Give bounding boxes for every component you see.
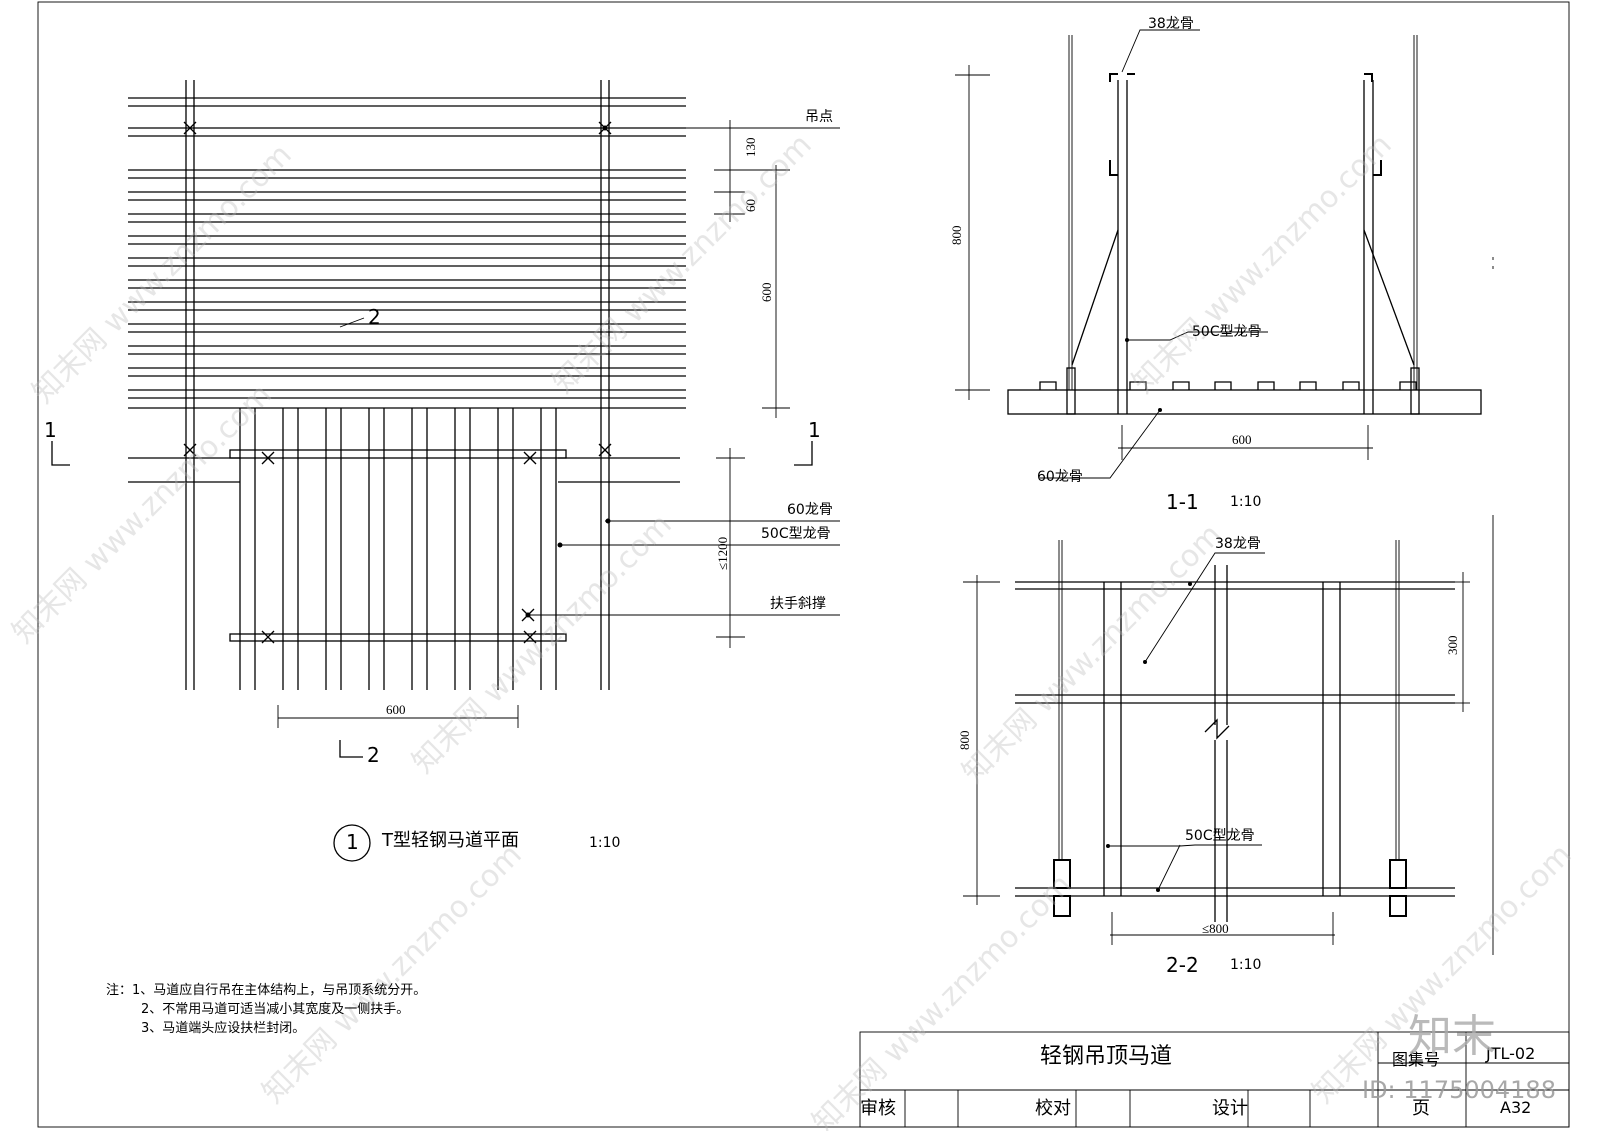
s22-keel-50c-label: 50C型龙骨 (1185, 828, 1255, 844)
section-mark-1-right: 1 (808, 418, 821, 442)
check-label: 校对 (1035, 1098, 1071, 1119)
c-clip (1399, 381, 1417, 390)
detail-circle (333, 824, 371, 862)
note-1: 注：1、马道应自行吊在主体结构上，与吊顶系统分开。 (106, 983, 427, 998)
page-label: 页 (1412, 1098, 1430, 1119)
design-label: 设计 (1212, 1098, 1248, 1119)
sheet-border (37, 1, 1570, 1128)
s11-dim-600: 600 (1232, 432, 1252, 447)
section-mark-2-inner: 2 (368, 305, 381, 329)
c-clip (1172, 381, 1190, 390)
note-3: 3、马道端头应设扶栏封闭。 (141, 1021, 306, 1036)
review-label: 审核 (860, 1098, 896, 1119)
s22-dim-800: 800 (957, 730, 972, 751)
note-2: 2、不常用马道可适当减小其宽度及一侧扶手。 (141, 1002, 410, 1017)
section-mark-1-left: 1 (44, 418, 57, 442)
brand-logo: 知末 (1408, 1011, 1496, 1062)
page-no: A32 (1500, 1098, 1532, 1117)
title-block (859, 1031, 1570, 1128)
s22-dim-800: ≤800 (1202, 921, 1229, 936)
plan-title: T型轻钢马道平面 (382, 830, 519, 851)
x-mark (598, 443, 612, 457)
c-clip (1257, 381, 1275, 390)
x-mark (523, 630, 537, 644)
s22-keel-38-label: 38龙骨 (1215, 536, 1261, 552)
s22-title: 2-2 (1166, 953, 1199, 977)
s11-keel-60-label: 60龙骨 (1037, 469, 1083, 485)
dim-130: 130 (743, 137, 758, 158)
dim-60: 60 (743, 199, 758, 212)
section-mark-2-bottom: 2 (367, 743, 380, 767)
detail-circle-number: 1 (346, 830, 359, 854)
keel-50c-label: 50C型龙骨 (761, 526, 831, 542)
x-mark (261, 451, 275, 465)
brand-id: ID: 1175004188 (1362, 1076, 1556, 1104)
c-clip (1299, 381, 1317, 390)
drawing-title: 轻钢吊顶马道 (1040, 1044, 1173, 1069)
keel-60-label: 60龙骨 (787, 502, 833, 518)
dim-600-vertical: 600 (759, 282, 774, 303)
x-mark (183, 443, 197, 457)
section-1-1-view (955, 29, 1494, 479)
section-2-2-view (963, 515, 1494, 955)
s11-dim-800: 800 (949, 225, 964, 246)
x-mark (261, 630, 275, 644)
hanging-point-label: 吊点 (805, 109, 833, 125)
c-clip (1214, 381, 1232, 390)
c-clip (1129, 381, 1147, 390)
c-clip (1039, 381, 1057, 390)
s11-keel-50c-label: 50C型龙骨 (1192, 324, 1262, 340)
s11-scale: 1:10 (1230, 494, 1262, 510)
x-mark (523, 451, 537, 465)
c-clip (1342, 381, 1360, 390)
plan-scale: 1:10 (589, 835, 621, 851)
s11-keel-38-label: 38龙骨 (1148, 16, 1194, 32)
s22-dim-300: 300 (1445, 635, 1460, 656)
atlas-no: JTL-02 (1486, 1044, 1536, 1063)
x-mark (183, 121, 197, 135)
atlas-no-label: 图集号 (1392, 1050, 1441, 1069)
s11-title: 1-1 (1166, 490, 1199, 514)
s22-scale: 1:10 (1230, 957, 1262, 973)
dim-600-horizontal: 600 (386, 702, 406, 717)
dim-1200: ≤1200 (715, 536, 730, 570)
plan-view (51, 80, 840, 862)
handrail-brace-label: 扶手斜撑 (770, 596, 826, 612)
